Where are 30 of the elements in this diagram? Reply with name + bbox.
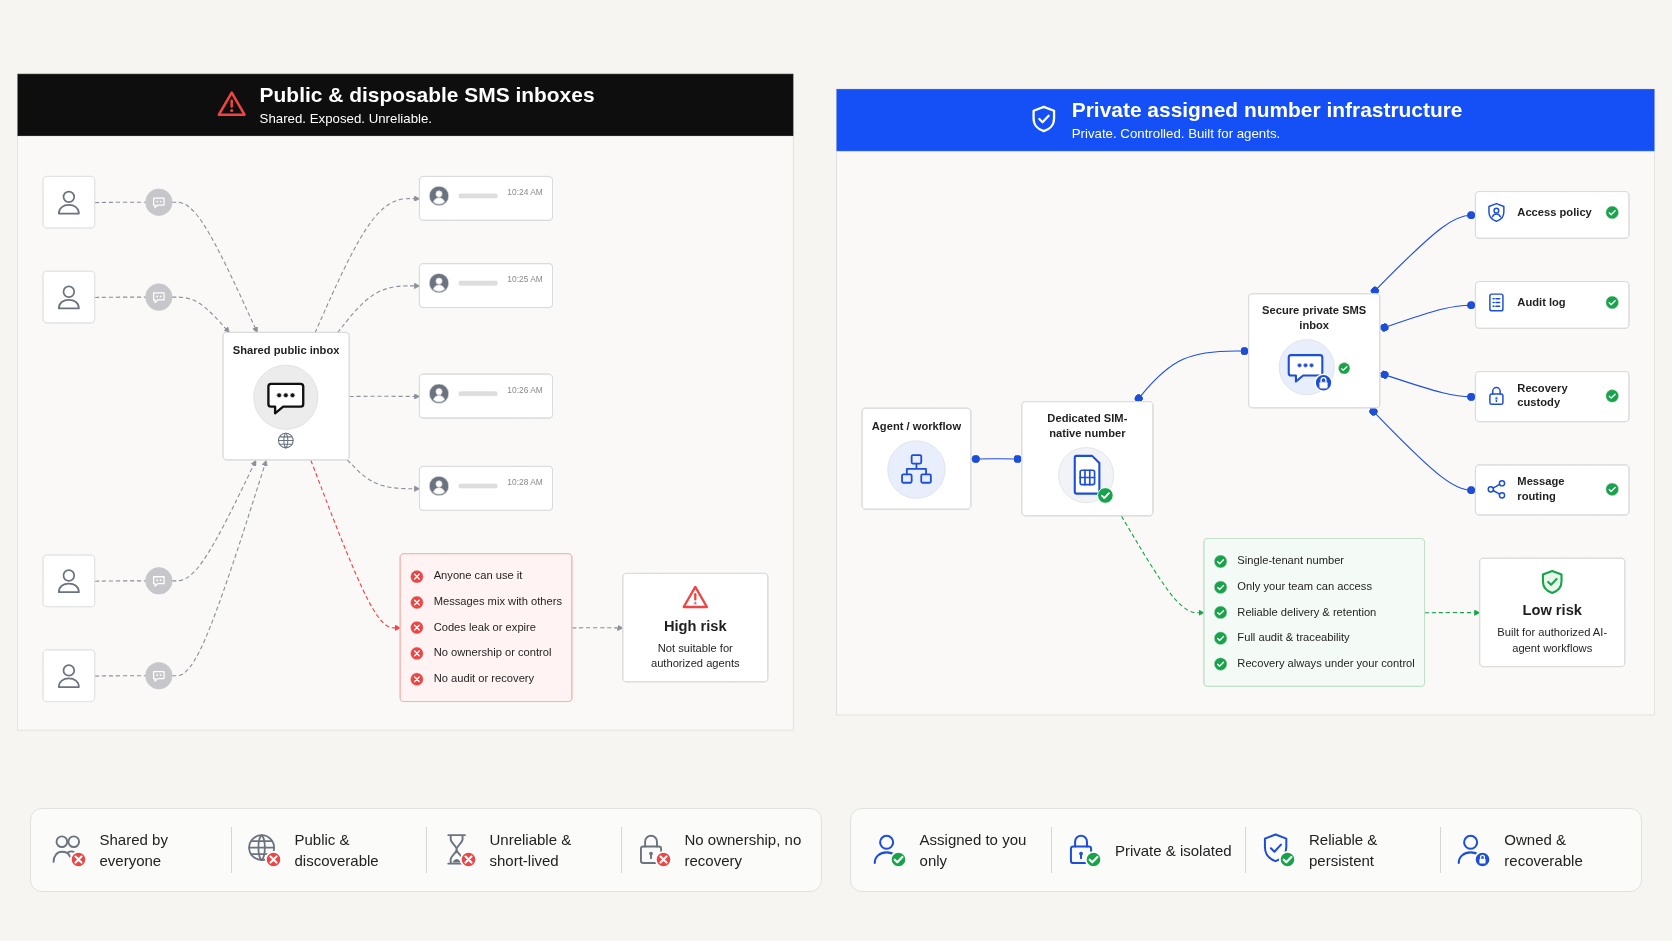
arrow [310, 459, 401, 631]
connector [1369, 407, 1477, 495]
summary-label: Assigned to you only [919, 830, 1028, 871]
node-circle [145, 662, 173, 690]
arrow [1120, 515, 1205, 616]
arrow [346, 459, 421, 492]
arrow [349, 393, 421, 400]
arrow [1424, 609, 1481, 616]
node-circle [145, 567, 173, 595]
summary-label: Public & discoverable [294, 830, 380, 871]
connector [970, 454, 1023, 464]
arrow [337, 282, 421, 334]
node-circle [145, 283, 173, 311]
node-circle [145, 188, 173, 216]
summary-label: Owned & recoverable [1504, 830, 1584, 871]
arrow [171, 460, 268, 677]
connector [1134, 346, 1250, 403]
arrow [171, 296, 230, 334]
summary-label: No ownership, no recovery [684, 830, 803, 871]
arrow [171, 460, 257, 582]
summary-label: Shared by everyone [99, 830, 169, 871]
arrow [171, 201, 258, 334]
connector [1370, 211, 1477, 295]
connector [1379, 301, 1477, 332]
arrow [571, 624, 624, 631]
connector [1379, 370, 1477, 402]
arrow [314, 195, 421, 334]
summary-label: Private & isolated [1114, 840, 1232, 861]
summary-label: Unreliable & short-lived [489, 830, 573, 871]
summary-label: Reliable & persistent [1309, 830, 1379, 871]
